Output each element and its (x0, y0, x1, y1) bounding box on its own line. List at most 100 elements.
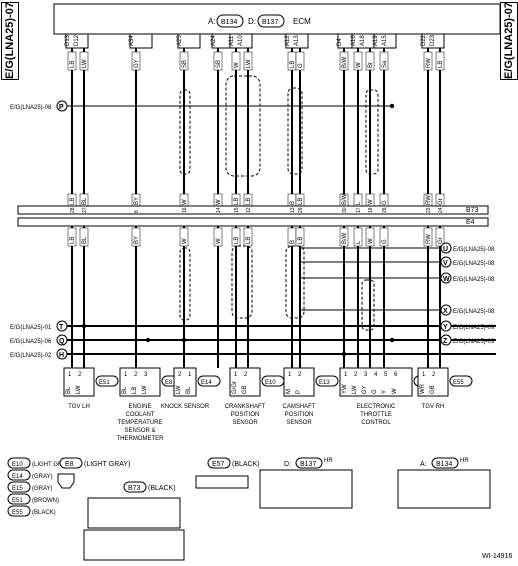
wire-color-box (213, 51, 223, 71)
component-wire: M (286, 389, 292, 394)
wire-color-box (67, 227, 77, 247)
component-label: COOLANT (125, 412, 154, 418)
ecm-pin-box (65, 33, 89, 49)
ecm-pin-box (177, 33, 201, 49)
legend-e8-shape (57, 473, 75, 489)
component-label: TEMPERATURE (118, 420, 163, 426)
component-box (63, 367, 95, 397)
wire-color-box (365, 51, 375, 71)
component-wire: BL (186, 386, 192, 394)
wire-color-label: W (356, 62, 362, 68)
component-pin: 2 (298, 372, 302, 378)
ref-left-letter: T (59, 324, 64, 331)
wire-color-box (79, 51, 89, 71)
bus-pin-label: 29 (298, 207, 304, 213)
junction-dot (181, 337, 187, 343)
wire-color-label: LB (234, 198, 240, 205)
wire-color-label: BY (134, 236, 140, 244)
legend-d-badge (295, 457, 323, 469)
legend-d-shape (259, 469, 353, 509)
component-wire: W (392, 388, 398, 394)
wire-color-label: LB (70, 198, 76, 205)
component-pin: 3 (364, 372, 368, 378)
component-label: KNOCK SENSOR (161, 404, 210, 410)
wire-color-label: SB (182, 60, 188, 68)
component-wire: GY (362, 385, 368, 394)
wire-color-label: G (382, 200, 388, 205)
component-box (417, 367, 449, 397)
ref-right-circle (440, 256, 452, 268)
component-label: TGV LH (68, 404, 90, 410)
ref-right-circle (440, 272, 452, 284)
wire-color-box (67, 51, 77, 71)
component-wire: BL (122, 386, 128, 394)
component-wire: LW (176, 385, 182, 394)
legend-conn-badge (7, 469, 31, 481)
wire-color-label: Gr (438, 198, 444, 205)
wire-color-box (179, 227, 189, 247)
legend-e57-badge (207, 457, 231, 469)
component-label: SENSOR (286, 420, 312, 426)
component-conn-badge (95, 375, 119, 387)
ecm-prefix-d: D: (248, 17, 256, 26)
ecm-pin-box (421, 33, 445, 49)
wire-color-box (423, 227, 433, 247)
wire-color-box (131, 51, 141, 71)
component-box (229, 367, 261, 397)
bus-pin-label: 23 (426, 207, 432, 213)
ref-left-letter: Q (59, 338, 65, 345)
component-label: THROTTLE (360, 412, 392, 418)
wire-color-label: BL (82, 197, 88, 205)
legend-items: E10(LIGHT GRAY)E14(GRAY)E15(GRAY)E51(BRO… (7, 457, 72, 517)
wire-color-label: LB (290, 61, 296, 68)
component-wire: G (372, 389, 378, 394)
ecm-pin-label: A25 (177, 35, 183, 46)
legend-conn-badge (7, 457, 31, 469)
wire-color-box (231, 51, 241, 71)
ecm-pin-box (129, 33, 153, 49)
wire-color-label: LB (298, 237, 304, 244)
bus-pin-label: 28 (70, 207, 76, 213)
wire-color-label: LW (82, 59, 88, 68)
component-pin: 2 (134, 372, 138, 378)
bus-label-e4: E4 (466, 219, 475, 226)
component-pin: 1 (188, 372, 192, 378)
junction-dot (145, 337, 151, 343)
component-pin: 1 (68, 372, 72, 378)
ecm-prefix-a: A: (208, 17, 216, 26)
legend-e8-conn: E8 (65, 461, 74, 468)
legend-conn: E15 (12, 486, 23, 492)
ref-right-letter: U (443, 246, 448, 253)
legend-d-conn: B137 (300, 461, 316, 468)
component-label: ELECTRONIC (357, 404, 396, 410)
wire-group: LBLBLBLWBLBLGYBYBYSBWWSBWWWLBLBLWLBLBLBB… (67, 48, 445, 368)
legend-color: (BLACK) (32, 510, 56, 516)
wire-color-box (353, 227, 363, 247)
wire-color-label: G (298, 63, 304, 68)
ecm-pin-label: A18 (360, 35, 366, 46)
component-pin: 1 (234, 372, 238, 378)
wire-color-box (213, 227, 223, 247)
component-pin: 3 (144, 372, 148, 378)
legend-a-conn: B134 (436, 461, 452, 468)
component-pin: 1 (422, 372, 426, 378)
component-box (173, 367, 197, 397)
wire-color-box (365, 227, 375, 247)
bus-bar-b73 (17, 205, 489, 215)
wire-color-label: LB (246, 198, 252, 205)
wire-color-label: Sa (382, 60, 388, 68)
wire-color-box (379, 51, 389, 71)
bus-pin-label: 15 (234, 207, 240, 213)
component-wire: WR (420, 383, 426, 394)
ref-left-code: E/G(LNA25)-01 (10, 325, 52, 331)
component-wire: LB (132, 387, 138, 394)
ecm-pin-box (229, 33, 253, 49)
component-label: ENGINE (128, 404, 151, 410)
ref-right-code: E/G(LNA25)-08 (453, 309, 495, 315)
ref-right-code: E/G(LNA25)-09 (453, 325, 495, 331)
wire-color-label: W (368, 238, 374, 244)
ecm-pin-label: A24 (211, 35, 217, 46)
ecm-pin-label: A15 (382, 35, 388, 46)
